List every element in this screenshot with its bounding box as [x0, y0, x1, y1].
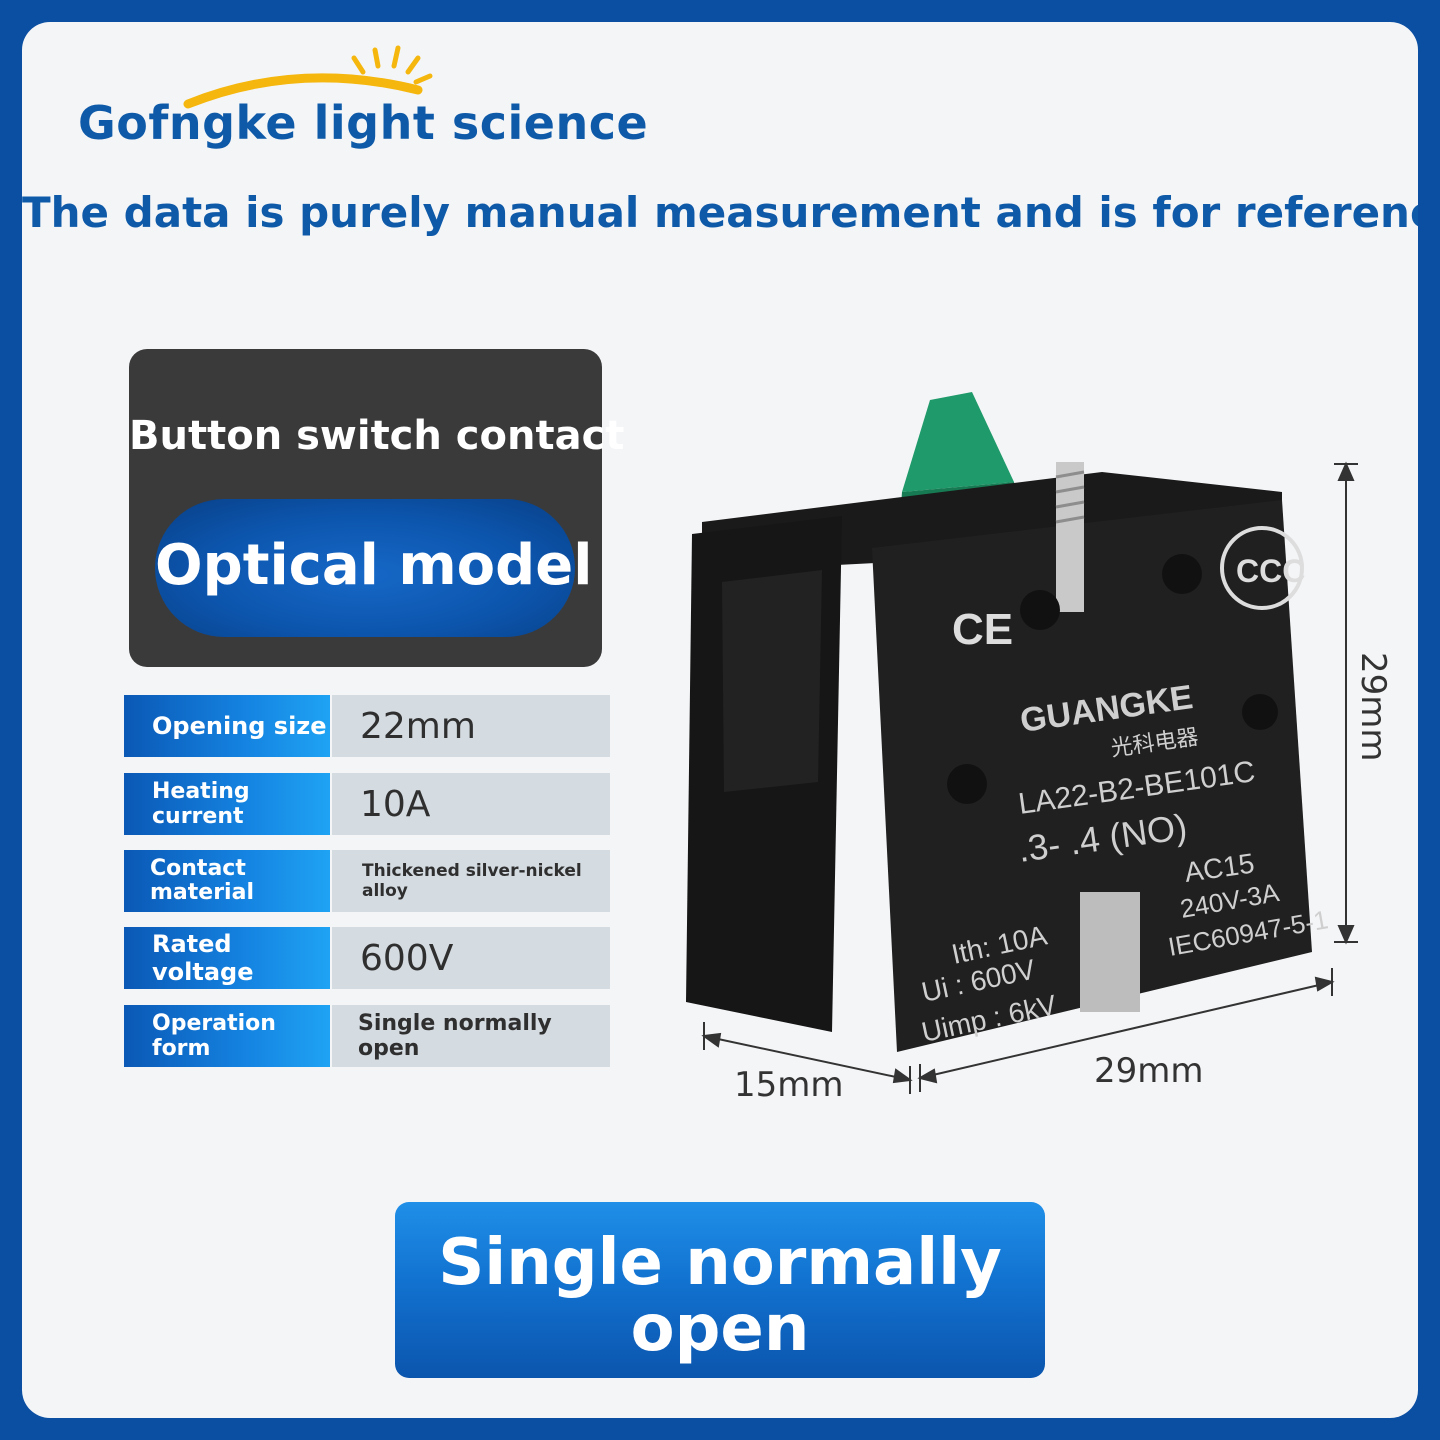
spec-row-rated-voltage: Rated voltage 600V: [124, 927, 610, 989]
banner-line-1: Single normally: [438, 1226, 1002, 1300]
spec-row-heating-current: Heating current 10A: [124, 773, 610, 835]
panel-title: Button switch contact: [129, 413, 625, 459]
spec-value: 22mm: [332, 695, 610, 757]
spec-row-operation-form: Operation form Single normally open: [124, 1005, 610, 1067]
terminal-screw-icon: [1056, 462, 1084, 612]
model-badge: Optical model: [155, 499, 593, 637]
dimension-height-label: 29mm: [1353, 652, 1393, 762]
product-card: Gofngke light science The data is purely…: [22, 22, 1418, 1418]
model-panel: Button switch contact Optical model: [129, 349, 625, 667]
spec-value: 10A: [332, 773, 610, 835]
contact-block-illustration: CE CCC GUANGKE 光科电器 LA22-B2-BE101C .3- .…: [686, 392, 1393, 1105]
spec-label: Rated voltage: [124, 927, 330, 989]
spec-label: Opening size: [124, 695, 330, 757]
operation-form-banner-text: Single normally open: [395, 1230, 1045, 1362]
bottom-terminal-icon: [1080, 892, 1140, 1012]
spec-label: Heating current: [124, 773, 330, 835]
dimension-depth-arrow-icon: [701, 1022, 913, 1094]
dimension-height-arrow-icon: [1334, 461, 1358, 945]
spec-value: Thickened silver-nickel alloy: [332, 850, 610, 912]
dimension-depth-label: 15mm: [734, 1065, 844, 1105]
dimension-width-label: 29mm: [1094, 1051, 1204, 1091]
ce-mark: CE: [952, 605, 1013, 654]
model-badge-text: Optical model: [155, 533, 593, 598]
ccc-mark-icon: [1220, 526, 1304, 610]
green-actuator-icon: [902, 392, 1014, 492]
spec-row-contact-material: Contact material Thickened silver-nickel…: [124, 850, 610, 912]
banner-line-2: open: [630, 1292, 810, 1366]
brand-name: Gofngke light science: [78, 96, 649, 150]
spec-value: Single normally open: [332, 1005, 610, 1067]
ccc-mark: CCC: [1236, 553, 1305, 589]
spec-label: Operation form: [124, 1005, 330, 1067]
disclaimer-headline: The data is purely manual measurement an…: [22, 188, 1418, 237]
dimension-width-arrow-icon: [917, 968, 1335, 1092]
spec-label: Contact material: [124, 850, 330, 912]
sun-logo-icon: [183, 45, 433, 109]
spec-value: 600V: [332, 927, 610, 989]
front-face: [872, 500, 1312, 1052]
spec-row-opening-size: Opening size 22mm: [124, 695, 610, 757]
operation-form-banner: Single normally open: [395, 1202, 1045, 1378]
